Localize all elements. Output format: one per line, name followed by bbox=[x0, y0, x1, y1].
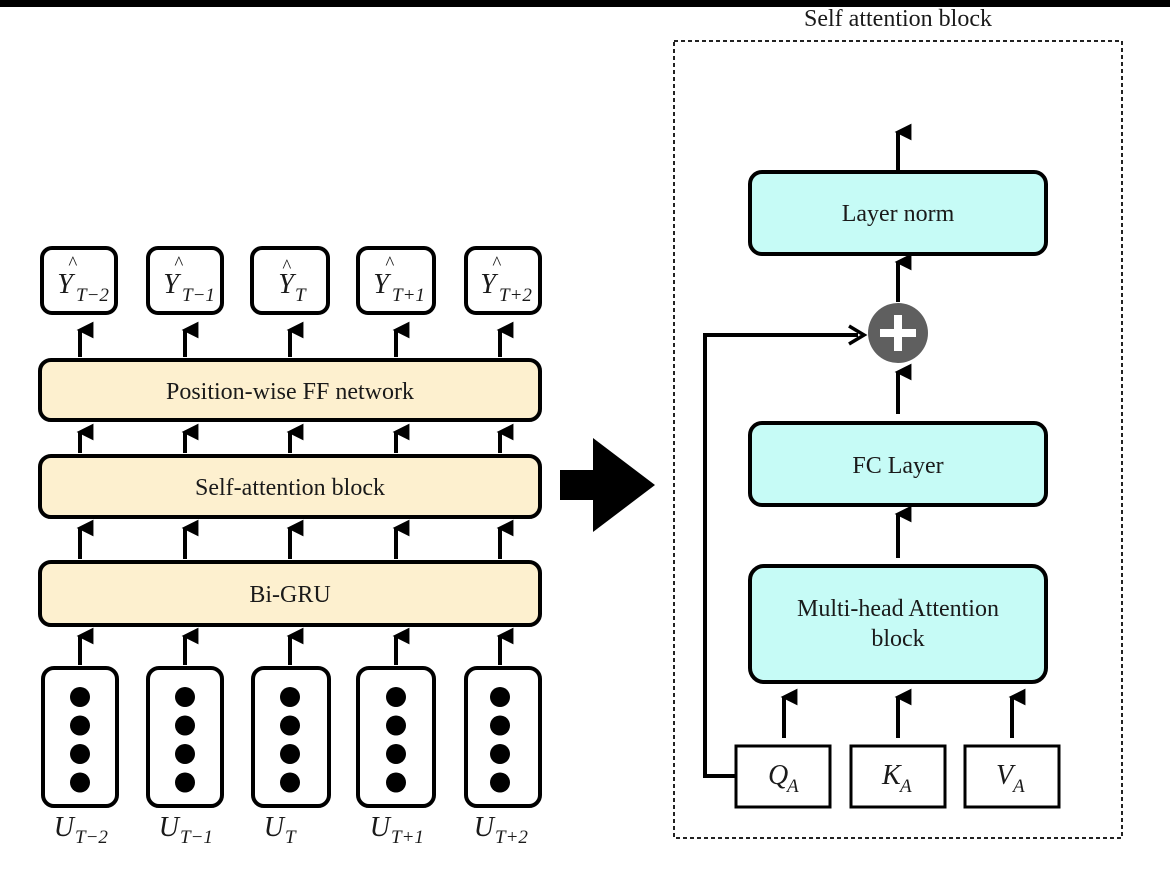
left-pipeline: ^ Y T−2 ^ Y T−1 ^ Y T ^ Y T+1 bbox=[38, 246, 542, 848]
output-base: Y bbox=[163, 269, 182, 300]
feature-dot-icon bbox=[70, 715, 90, 736]
residual-connection bbox=[703, 333, 858, 778]
value-box: V A bbox=[963, 744, 1061, 809]
layer-norm-block: Layer norm bbox=[748, 170, 1048, 256]
input-subscript: T−1 bbox=[180, 827, 213, 848]
feature-dot-icon bbox=[490, 744, 510, 764]
fc-layer-label: FC Layer bbox=[852, 453, 943, 479]
output-subscript: T+2 bbox=[499, 285, 532, 306]
input-subscript: T+1 bbox=[391, 827, 424, 848]
output-box-1: ^ Y T−1 bbox=[146, 246, 224, 315]
feature-dot-icon bbox=[70, 772, 90, 793]
key-box: K A bbox=[849, 744, 947, 809]
feature-dot-icon bbox=[70, 687, 90, 707]
input-base: U bbox=[54, 812, 76, 843]
feature-dot-icon bbox=[386, 772, 406, 793]
dashed-border bbox=[673, 40, 1123, 839]
output-base: Y bbox=[373, 269, 392, 300]
output-hat: ^ bbox=[68, 253, 78, 274]
value-subscript: A bbox=[1011, 776, 1025, 797]
input-base: U bbox=[159, 812, 181, 843]
feature-dot-icon bbox=[386, 687, 406, 707]
self-attention-detail: Self attention block Layer norm FC Layer… bbox=[673, 6, 1123, 839]
input-subscript: T bbox=[285, 827, 297, 848]
bi-gru-block: Bi-GRU bbox=[38, 560, 542, 627]
output-base: Y bbox=[57, 269, 76, 300]
feature-dot-icon bbox=[490, 715, 510, 736]
self-attention-block: Self-attention block bbox=[38, 454, 542, 519]
mha-label-line2: block bbox=[871, 626, 924, 652]
residual-arrowhead-icon bbox=[848, 324, 868, 346]
output-subscript: T+1 bbox=[392, 285, 425, 306]
query-subscript: A bbox=[785, 776, 799, 797]
output-box-3: ^ Y T+1 bbox=[356, 246, 436, 315]
feature-dot-icon bbox=[280, 715, 300, 736]
feature-dot-icon bbox=[175, 772, 195, 793]
feature-dot-icon bbox=[175, 744, 195, 764]
input-base: U bbox=[370, 812, 392, 843]
top-border-bar bbox=[0, 0, 1170, 7]
feature-dot-icon bbox=[175, 715, 195, 736]
plus-icon-vertical bbox=[894, 315, 902, 351]
feature-dot-icon bbox=[280, 772, 300, 793]
output-subscript: T−1 bbox=[182, 285, 215, 306]
input-subscript: T−2 bbox=[75, 827, 108, 848]
feature-dot-icon bbox=[386, 744, 406, 764]
output-base: Y bbox=[278, 269, 297, 300]
output-hat: ^ bbox=[492, 253, 502, 274]
output-hat: ^ bbox=[385, 253, 395, 274]
value-base: V bbox=[996, 760, 1016, 791]
bi-gru-label: Bi-GRU bbox=[249, 582, 330, 608]
feature-dot-icon bbox=[386, 715, 406, 736]
feature-dot-icon bbox=[490, 687, 510, 707]
output-boxes: ^ Y T−2 ^ Y T−1 ^ Y T ^ Y T+1 bbox=[40, 246, 542, 315]
input-subscript: T+2 bbox=[495, 827, 528, 848]
query-box: Q A bbox=[734, 744, 832, 809]
feature-dot-icon bbox=[175, 687, 195, 707]
output-box-4: ^ Y T+2 bbox=[464, 246, 542, 315]
feature-dot-icon bbox=[280, 744, 300, 764]
key-subscript: A bbox=[898, 776, 912, 797]
feature-dot-icon bbox=[280, 687, 300, 707]
mha-label-line1: Multi-head Attention bbox=[797, 596, 999, 622]
output-hat: ^ bbox=[174, 253, 184, 274]
layer-norm-label: Layer norm bbox=[842, 201, 955, 227]
left-arrows bbox=[76, 321, 514, 665]
output-subscript: T−2 bbox=[76, 285, 109, 306]
adder-node bbox=[868, 303, 928, 363]
input-base: U bbox=[474, 812, 496, 843]
output-box-0: ^ Y T−2 bbox=[40, 246, 118, 315]
output-box-2: ^ Y T bbox=[250, 246, 330, 315]
output-base: Y bbox=[480, 269, 499, 300]
self-attention-label: Self-attention block bbox=[195, 475, 385, 501]
multi-head-attention-block: Multi-head Attention block bbox=[748, 564, 1048, 684]
ff-network-label: Position-wise FF network bbox=[166, 379, 414, 405]
output-subscript: T bbox=[295, 285, 307, 306]
detail-title: Self attention block bbox=[804, 6, 992, 32]
fc-layer-block: FC Layer bbox=[748, 421, 1048, 507]
output-hat: ^ bbox=[282, 256, 292, 277]
feature-dot-icon bbox=[70, 744, 90, 764]
key-base: K bbox=[881, 760, 902, 791]
input-base: U bbox=[264, 812, 286, 843]
ff-network-block: Position-wise FF network bbox=[38, 358, 542, 422]
query-base: Q bbox=[768, 760, 788, 791]
feature-dot-icon bbox=[490, 772, 510, 793]
expand-arrow-icon bbox=[560, 438, 655, 532]
